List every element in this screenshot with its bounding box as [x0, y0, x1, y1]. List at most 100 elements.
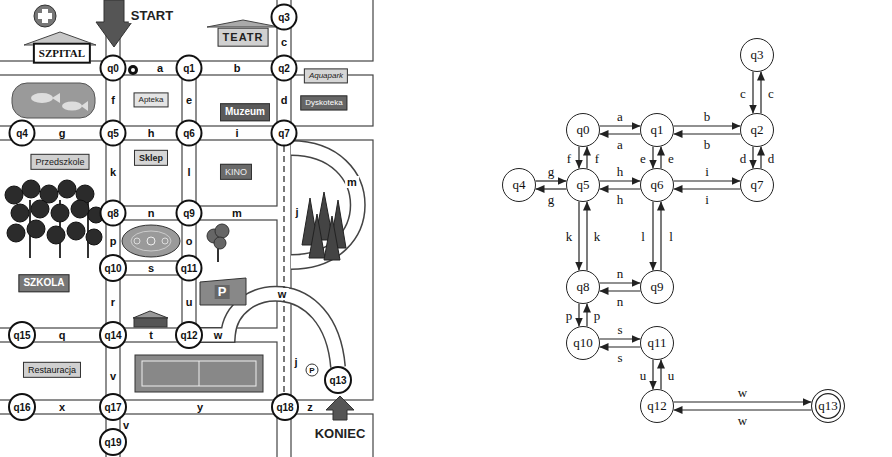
- map-point: q7: [271, 120, 298, 147]
- node-text: q1: [183, 63, 195, 74]
- city-block: [291, 414, 373, 457]
- edge-label: g: [547, 193, 556, 206]
- edge-label: c: [739, 86, 747, 99]
- edge-label: d: [767, 151, 776, 164]
- edge-label: d: [739, 151, 748, 164]
- state-circle: q11: [640, 326, 674, 360]
- sports-field: [135, 355, 263, 392]
- road-letter: v: [121, 419, 131, 431]
- road-letter: t: [147, 329, 155, 341]
- map-point: q4: [9, 120, 36, 147]
- transition-arrow: [536, 180, 567, 181]
- edge-label: l: [668, 230, 674, 243]
- edge-label: k: [593, 230, 602, 243]
- state-circle: q10: [566, 326, 600, 360]
- edge-label: b: [703, 110, 712, 123]
- state-circle: q0: [566, 113, 600, 147]
- transition-arrow: [760, 147, 761, 169]
- transition-arrow: [660, 202, 661, 271]
- map-point: q2: [271, 55, 298, 82]
- map-point: q14: [99, 321, 127, 349]
- transition-arrow: [674, 188, 741, 189]
- edge-label: s: [616, 351, 623, 364]
- roundabout: [162, 238, 168, 244]
- state-circle: q1: [640, 113, 674, 147]
- sports-field: [199, 361, 200, 386]
- city-block: [120, 140, 182, 206]
- node-text: q0: [577, 122, 590, 138]
- road-letter: c: [279, 36, 289, 48]
- building-sign: Dyskoteka: [300, 95, 347, 110]
- building-sign: KINO: [220, 164, 252, 180]
- roundabout: [134, 238, 140, 244]
- road-letter: d: [279, 94, 290, 106]
- edge-label: h: [616, 193, 625, 206]
- node-text: Apteka: [139, 95, 164, 104]
- map-point: q16: [8, 393, 36, 421]
- transition-arrow: [600, 133, 641, 134]
- curved-road: [291, 148, 358, 262]
- road-letter: n: [146, 207, 157, 219]
- map-point: q5: [100, 120, 127, 147]
- road-letter: m: [230, 207, 244, 219]
- edge-label: k: [565, 230, 574, 243]
- road-letter: f: [109, 94, 117, 106]
- road-letter: j: [292, 356, 299, 368]
- dashed-road: [283, 146, 284, 395]
- road-letter: a: [155, 62, 165, 74]
- node-text: q9: [183, 208, 195, 219]
- edge-label: i: [704, 193, 710, 206]
- edge-label: l: [640, 230, 646, 243]
- hospital-illustration: [24, 5, 96, 45]
- transition-arrow: [586, 202, 587, 271]
- road-letter: m: [345, 176, 359, 188]
- transition-arrow: [760, 72, 761, 114]
- edge-label: g: [547, 165, 556, 178]
- edge-label: n: [616, 295, 625, 308]
- node-text: q7: [278, 128, 290, 139]
- road-letter: z: [305, 401, 315, 413]
- node-text: q18: [276, 402, 293, 413]
- node-text: q2: [278, 63, 290, 74]
- city-block: [0, 140, 106, 328]
- map-point: q12: [175, 321, 203, 349]
- node-text: Aquapark: [309, 71, 343, 80]
- city-block: [120, 414, 277, 457]
- road-letter: p: [108, 235, 119, 247]
- transition-arrow: [600, 290, 641, 291]
- transition-arrow: [586, 147, 587, 169]
- city-block: [120, 275, 182, 328]
- node-text: q9: [651, 279, 664, 295]
- curved-road: [196, 148, 358, 367]
- transition-arrow: [674, 401, 812, 402]
- small-building: [134, 318, 167, 327]
- transition-arrow: [752, 147, 753, 169]
- city-block: [0, 0, 373, 457]
- node-text: q7: [751, 177, 764, 193]
- pine-trees: [324, 216, 340, 260]
- road-letter: y: [195, 401, 205, 413]
- state-circle: q3: [740, 38, 774, 72]
- city-block: [120, 342, 277, 400]
- edge-label: w: [737, 386, 748, 399]
- building-sign: Muzeum: [220, 103, 270, 121]
- tree-cluster: [27, 220, 45, 238]
- map-point: q17: [99, 393, 127, 421]
- transition-arrow: [600, 180, 641, 181]
- map-point: q18: [271, 393, 299, 421]
- hospital-illustration: [34, 5, 56, 27]
- final-state: q13: [811, 389, 845, 423]
- edge-label: w: [737, 414, 748, 427]
- map-title-label: KONIEC: [313, 427, 368, 441]
- edge-label: a: [616, 138, 624, 151]
- sports-field: [142, 361, 256, 386]
- city-block: [196, 140, 277, 206]
- node-text: Przedszkole: [35, 157, 84, 167]
- map-point: q9: [176, 200, 203, 227]
- map-point: q11: [176, 255, 203, 282]
- node-text: q16: [13, 402, 30, 413]
- node-text: q17: [104, 402, 121, 413]
- city-block: [196, 75, 277, 126]
- map-title-label: START: [129, 9, 175, 23]
- node-text: q2: [751, 122, 764, 138]
